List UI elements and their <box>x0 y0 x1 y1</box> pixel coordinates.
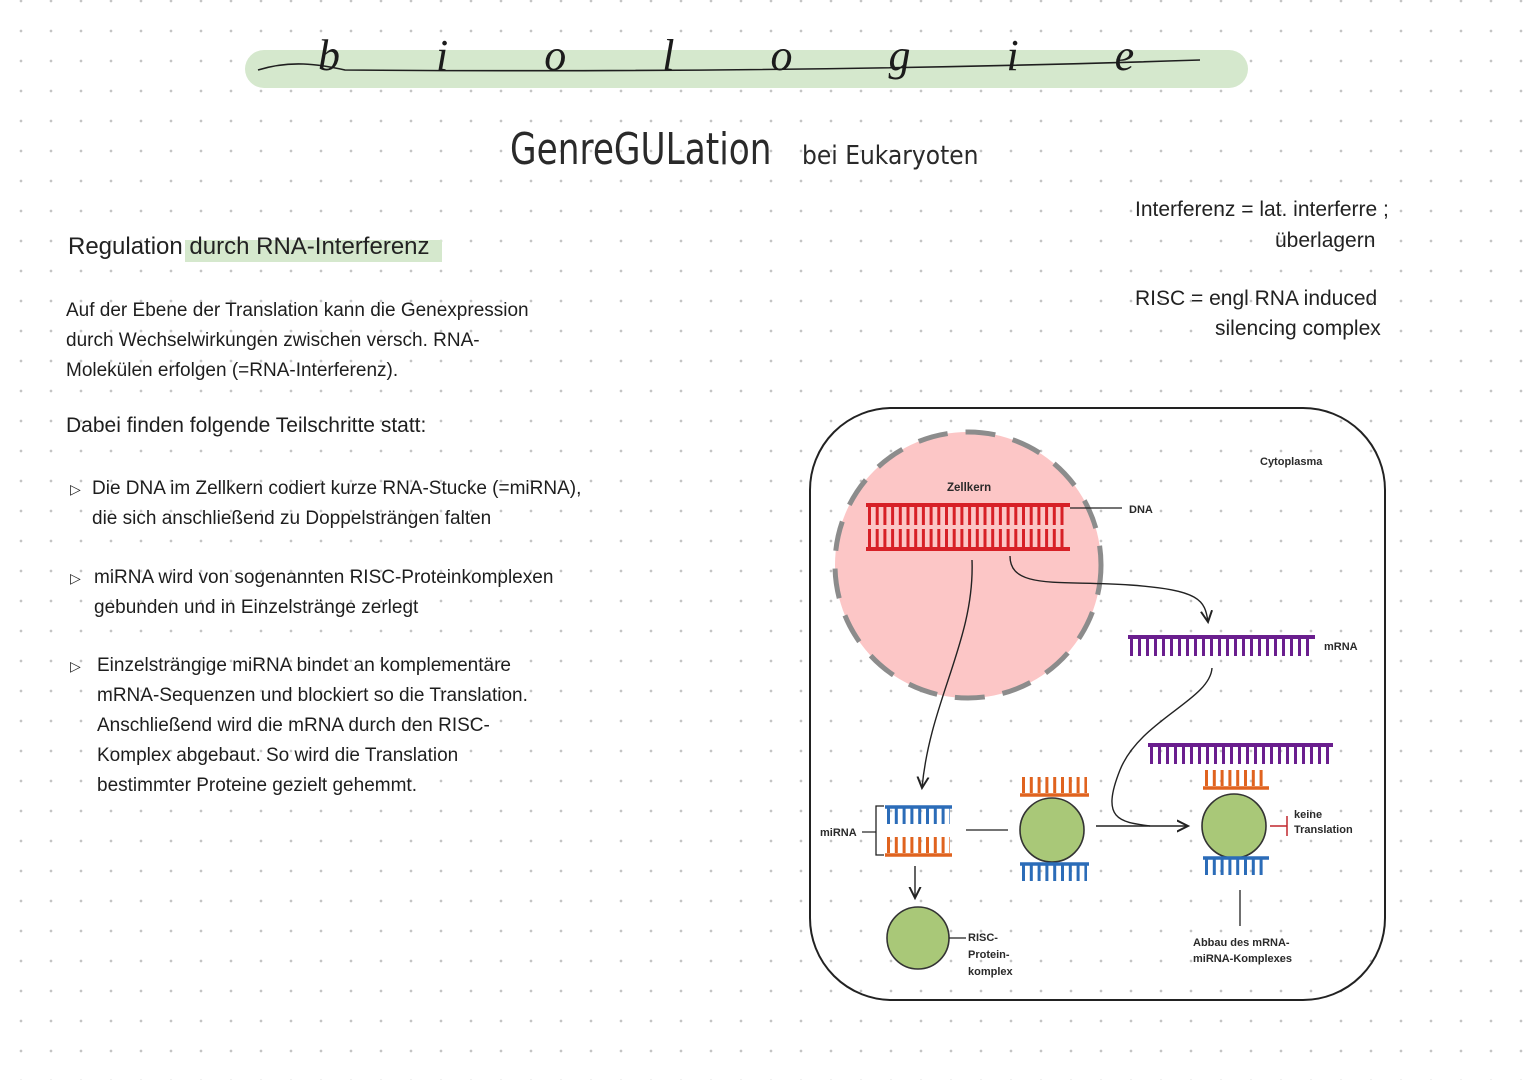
definition-risc-meaning: silencing complex <box>1215 317 1381 340</box>
step-item: miRNA wird von sogenannten RISC-Proteink… <box>94 563 553 623</box>
intro-line: Auf der Ebene der Translation kann die G… <box>66 300 529 321</box>
cytoplasm-label: Cytoplasma <box>1260 456 1323 468</box>
risc-label-2: Protein- <box>968 949 1010 961</box>
dna-double-strand <box>866 503 1070 551</box>
step-line: Komplex abgebaut. So wird die Translatio… <box>97 745 459 766</box>
definition-risc: RISC = engl RNA induced <box>1135 287 1378 310</box>
mrna-mirna-risc-complex <box>1148 743 1333 875</box>
step-line: Anschließend wird die mRNA durch den RIS… <box>97 715 490 736</box>
step-line: mRNA-Sequenzen und blockiert so die Tran… <box>97 685 528 706</box>
bullet-marker: ▷ <box>70 481 81 497</box>
definition-interferenz-meaning: überlagern <box>1275 229 1376 252</box>
page-title: GenreGULation <box>510 124 772 175</box>
mrna-strand <box>1128 635 1315 656</box>
mrna-label: mRNA <box>1324 641 1358 653</box>
risc-mirna-complex <box>1019 777 1089 881</box>
risc-label-1: RISC- <box>968 932 998 944</box>
degradation-label-1: Abbau des mRNA- <box>1193 937 1290 949</box>
degradation-label-2: miRNA-Komplexes <box>1193 953 1292 965</box>
page-subtitle: bei Eukaryoten <box>802 141 979 171</box>
step-line: bestimmter Proteine gezielt gehemmt. <box>97 775 417 796</box>
cell-membrane <box>809 407 1386 1001</box>
intro-line: Molekülen erfolgen (=RNA-Interferenz). <box>66 360 399 381</box>
step-line: gebunden und in Einzelstränge zerlegt <box>94 597 419 618</box>
inhibition-symbol <box>1270 816 1288 836</box>
arrow-mrna-to-binding <box>1111 667 1213 827</box>
arrow-nucleus-to-mirna <box>922 559 973 788</box>
heading-highlight <box>185 240 442 262</box>
step-item: Die DNA im Zellkern codiert kurze RNA-St… <box>92 474 581 534</box>
bullet-marker: ▷ <box>70 570 81 586</box>
step-line: miRNA wird von sogenannten RISC-Proteink… <box>94 567 554 588</box>
step-line: Die DNA im Zellkern codiert kurze RNA-St… <box>92 478 582 499</box>
section-heading: Regulation durch RNA-Interferenz <box>68 233 430 260</box>
steps-intro: Dabei finden folgende Teilschritte statt… <box>66 414 427 437</box>
step-item: Einzelsträngige miRNA bindet an kompleme… <box>97 651 528 801</box>
risc-protein-complex <box>886 906 950 970</box>
step-line: Einzelsträngige miRNA bindet an kompleme… <box>97 655 511 676</box>
bullet-marker: ▷ <box>70 658 81 674</box>
intro-line: durch Wechselwirkungen zwischen versch. … <box>66 330 480 351</box>
nucleus <box>832 429 1104 701</box>
no-translation-label-1: keine <box>1294 809 1322 821</box>
step-line: die sich anschließend zu Doppelsträngen … <box>92 508 492 529</box>
arrow-dna-to-mrna <box>1009 555 1208 622</box>
mirna-double-strand <box>885 805 952 857</box>
risc-label-3: komplex <box>968 966 1014 978</box>
banner-script-line <box>257 59 1201 72</box>
dna-label: DNA <box>1129 504 1153 516</box>
nucleus-label: Zellkern <box>947 482 991 494</box>
banner-title: biologie <box>318 31 1231 80</box>
no-translation-label-2: Translation <box>1294 824 1353 836</box>
intro-paragraph: Auf der Ebene der Translation kann die G… <box>66 296 529 386</box>
definition-interferenz: Interferenz = lat. interferre ; <box>1135 198 1389 221</box>
mirna-bracket <box>875 805 884 856</box>
mirna-label: miRNA <box>820 827 857 839</box>
